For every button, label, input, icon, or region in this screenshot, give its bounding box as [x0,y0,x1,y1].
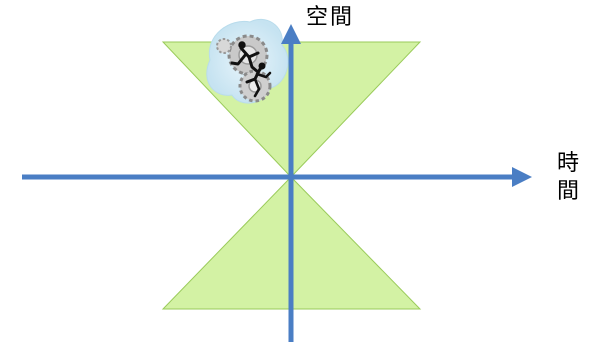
space-axis-label: 空間 [306,7,354,29]
time-axis-label: 時間 [556,150,580,206]
